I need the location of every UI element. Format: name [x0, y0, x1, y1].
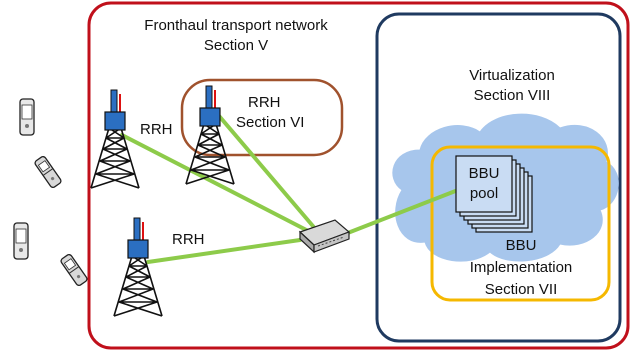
fronthaul-title: Fronthaul transport network	[144, 17, 328, 34]
virtualization-title: Virtualization	[469, 67, 555, 84]
fronthaul-section: Section V	[204, 37, 268, 54]
fronthaul-links	[120, 108, 460, 264]
rrh-label-3: RRH	[172, 231, 205, 248]
cell-tower-icon	[113, 217, 163, 317]
network-switch-icon	[298, 219, 351, 254]
bbu-pool-stack	[455, 155, 533, 233]
rrh-section-region	[180, 78, 344, 157]
flip-phone-icon	[33, 154, 63, 190]
bbu-implementation-region	[430, 145, 611, 302]
link-switch-bbu	[338, 188, 460, 238]
mobile-phone-icon	[19, 98, 35, 136]
link-rrh3-switch	[146, 238, 302, 264]
bbu-pool-label: BBU	[469, 165, 500, 182]
rrh-section-label: Section VI	[236, 114, 304, 131]
virtualization-section: Section VIII	[474, 87, 551, 104]
link-rrh1-switch	[120, 133, 320, 238]
bbu-implementation-title: BBU	[506, 237, 537, 254]
rrh-label-1: RRH	[140, 121, 173, 138]
link-rrh2-switch	[212, 108, 320, 234]
bbu-pool-sublabel: pool	[470, 185, 498, 202]
rrh-label-2: RRH	[248, 94, 281, 111]
bbu-implementation-label: Implementation	[470, 259, 573, 276]
fronthaul-network-region	[87, 1, 630, 350]
bbu-implementation-section: Section VII	[485, 281, 558, 298]
mobile-phone-icon	[13, 222, 29, 260]
virtualization-region	[375, 12, 622, 343]
cell-tower-icon	[185, 85, 235, 185]
flip-phone-icon	[59, 252, 89, 288]
